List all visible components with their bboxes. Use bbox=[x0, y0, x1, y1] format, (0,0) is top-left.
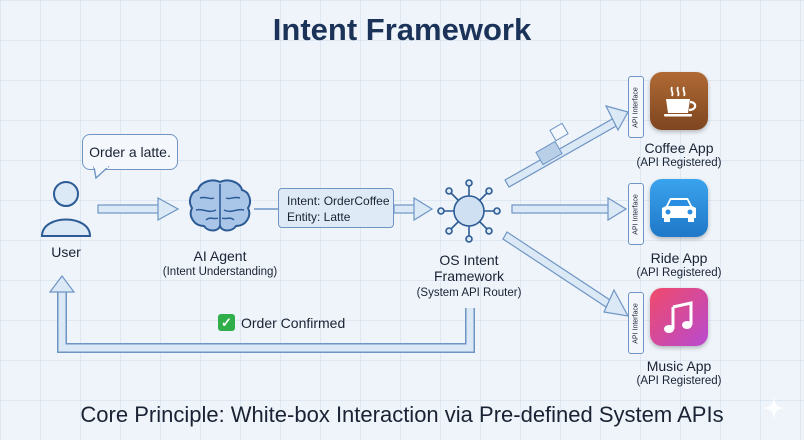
api-interface-tab-ride: API Interface bbox=[628, 183, 644, 245]
checkmark-icon: ✓ bbox=[218, 314, 235, 331]
api-interface-label: API Interface bbox=[632, 193, 640, 235]
speech-text: Order a latte. bbox=[89, 144, 171, 160]
api-interface-tab-music: API Interface bbox=[628, 292, 644, 354]
arrow-user-to-agent bbox=[97, 196, 180, 222]
ride-app-status: (API Registered) bbox=[636, 267, 722, 279]
os-label-line2: Framework bbox=[433, 268, 504, 284]
brain-icon bbox=[189, 179, 251, 232]
sparkle-icon bbox=[762, 396, 786, 420]
os-sublabel: (System API Router) bbox=[416, 287, 522, 299]
order-confirmed-text: Order Confirmed bbox=[241, 314, 346, 331]
arrow-os-to-ride bbox=[511, 196, 628, 222]
speech-bubble-tail bbox=[93, 166, 110, 180]
os-hub-icon bbox=[437, 179, 501, 243]
coffee-cup-icon bbox=[664, 86, 697, 117]
car-icon bbox=[662, 198, 696, 222]
music-app-icon[interactable] bbox=[650, 288, 708, 346]
agent-label: AI Agent bbox=[193, 248, 247, 264]
coffee-app-icon[interactable] bbox=[650, 72, 708, 130]
user-label: User bbox=[51, 244, 81, 260]
intent-payload-box: Intent: OrderCoffee Entity: Latte bbox=[278, 188, 394, 228]
user-icon bbox=[40, 181, 92, 237]
api-interface-tab-coffee: API Interface bbox=[628, 76, 644, 138]
arrow-os-to-music bbox=[502, 231, 630, 317]
ride-app-name: Ride App bbox=[650, 250, 708, 266]
coffee-app-name: Coffee App bbox=[644, 140, 714, 156]
os-label-line1: OS Intent bbox=[439, 252, 499, 268]
intent-line: Intent: OrderCoffee bbox=[287, 194, 390, 208]
ride-app-icon[interactable] bbox=[650, 179, 708, 237]
agent-sublabel: (Intent Understanding) bbox=[162, 266, 278, 278]
core-principle-footer: Core Principle: White-box Interaction vi… bbox=[80, 402, 724, 427]
arrow-intent-to-os bbox=[393, 196, 434, 222]
api-interface-label: API Interface bbox=[632, 86, 640, 128]
diagram-title: Intent Framework bbox=[272, 12, 532, 47]
music-app-status: (API Registered) bbox=[636, 375, 722, 387]
order-confirmed: ✓ Order Confirmed bbox=[218, 314, 345, 331]
arrow-return-to-user bbox=[48, 275, 475, 353]
user-speech-bubble: Order a latte. bbox=[82, 134, 178, 170]
arrow-os-to-coffee bbox=[504, 105, 629, 188]
coffee-app-status: (API Registered) bbox=[636, 157, 722, 169]
entity-line: Entity: Latte bbox=[287, 210, 351, 224]
os-label: OS Intent Framework bbox=[404, 252, 534, 284]
api-interface-label: API Interface bbox=[632, 302, 640, 344]
music-app-name: Music App bbox=[646, 358, 712, 374]
music-note-icon bbox=[664, 301, 693, 333]
